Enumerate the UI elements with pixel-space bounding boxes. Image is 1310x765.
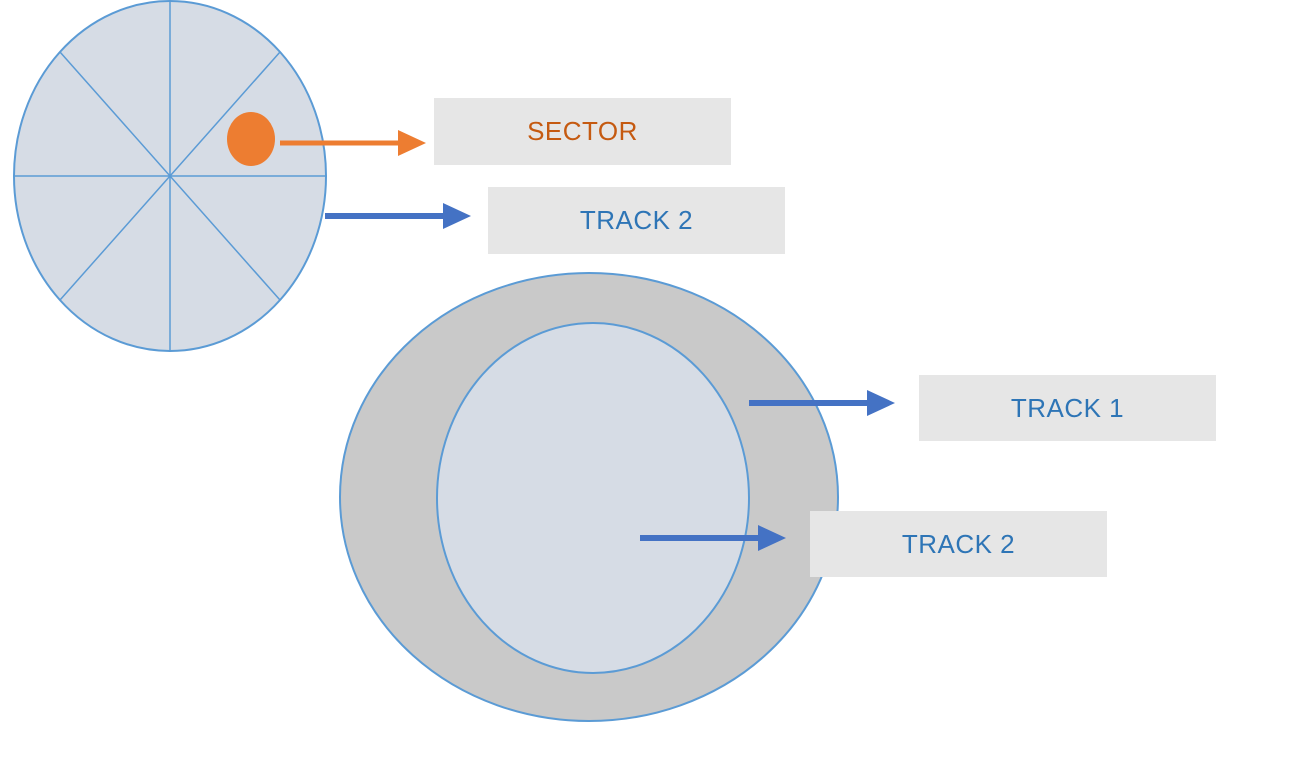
sectored-disk — [13, 0, 327, 352]
sector-divider-diagonal-2 — [59, 51, 281, 301]
track2-bottom-arrow — [640, 525, 786, 551]
track2-bottom-label: TRACK 2 — [901, 528, 1016, 559]
track1-arrow — [749, 390, 895, 416]
track1-label: TRACK 1 — [1010, 392, 1125, 423]
sector-label-box: SECTOR — [434, 98, 731, 165]
sector-arrow — [280, 130, 426, 156]
inner-track-disk — [436, 322, 750, 674]
track2-top-label: TRACK 2 — [579, 205, 694, 235]
track2-bottom-label-box: TRACK 2 — [810, 511, 1107, 577]
sector-marker-icon — [227, 112, 275, 166]
track1-label-box: TRACK 1 — [919, 375, 1216, 441]
track2-top-arrow — [325, 203, 471, 229]
sector-label: SECTOR — [527, 116, 638, 146]
concentric-disk — [339, 272, 839, 722]
track2-top-label-box: TRACK 2 — [488, 187, 785, 254]
